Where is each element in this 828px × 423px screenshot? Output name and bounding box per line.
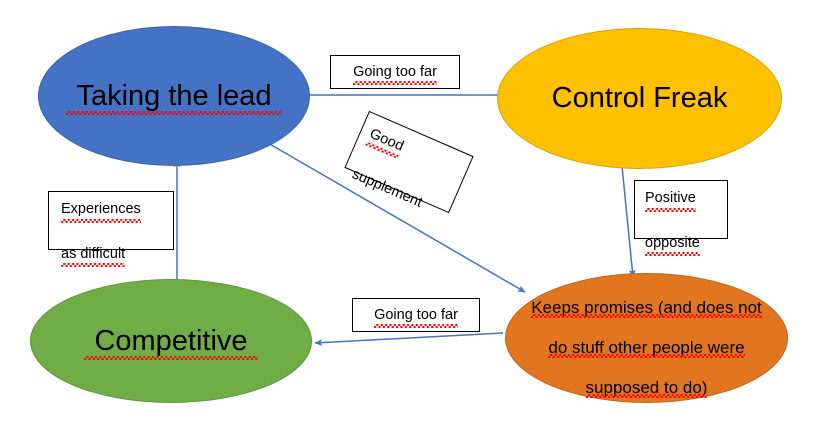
edge-label-good-line2: supplement	[349, 166, 425, 212]
node-control-freak-label: Control Freak	[551, 82, 728, 115]
node-taking-the-lead[interactable]: Taking the lead	[38, 26, 310, 166]
node-competitive-label: Competitive	[84, 324, 258, 361]
node-control-freak[interactable]: Control Freak	[497, 28, 782, 169]
node-taking-the-lead-label: Taking the lead	[66, 79, 282, 116]
edge-label-positive-opposite[interactable]: Positive opposite	[634, 180, 728, 257]
edge-label-good-supplement-text: Good supplement	[348, 102, 453, 214]
edge-label-positive-line1: Positive	[645, 187, 696, 213]
edge-label-experiences-line2: as difficult	[61, 243, 126, 268]
edge-label-experiences-line1: Experiences	[61, 198, 141, 224]
edge-label-positive-opposite-text: Positive opposite	[645, 165, 700, 257]
edge-label-positive-line2: opposite	[645, 232, 700, 257]
edge-label-good-line1: Good	[366, 123, 408, 158]
node-keeps-promises-line3: supposed to do)	[585, 378, 708, 399]
node-keeps-promises-label: Keeps promises (and does not do stuff ot…	[521, 278, 772, 399]
edge-label-good-supplement[interactable]: Good supplement	[344, 110, 474, 214]
node-keeps-promises-line1: Keeps promises (and does not	[531, 297, 762, 319]
edge-keeps-to-competitive	[314, 332, 504, 347]
edge-label-experiences-as-difficult[interactable]: Experiences as difficult	[48, 191, 174, 268]
edge-label-going-too-far-top[interactable]: Going too far	[330, 55, 460, 89]
edge-label-going-too-far-top-text: Going too far	[353, 61, 437, 86]
edge-control-to-keeps	[621, 165, 636, 278]
edge-label-going-too-far-bottom-text: Going too far	[374, 304, 458, 329]
edge-label-experiences-text: Experiences as difficult	[61, 176, 141, 268]
node-keeps-promises-line2: do stuff other people were	[548, 338, 745, 359]
node-competitive[interactable]: Competitive	[30, 279, 312, 403]
node-keeps-promises[interactable]: Keeps promises (and does not do stuff ot…	[505, 273, 788, 403]
edge-label-going-too-far-bottom[interactable]: Going too far	[352, 298, 480, 332]
